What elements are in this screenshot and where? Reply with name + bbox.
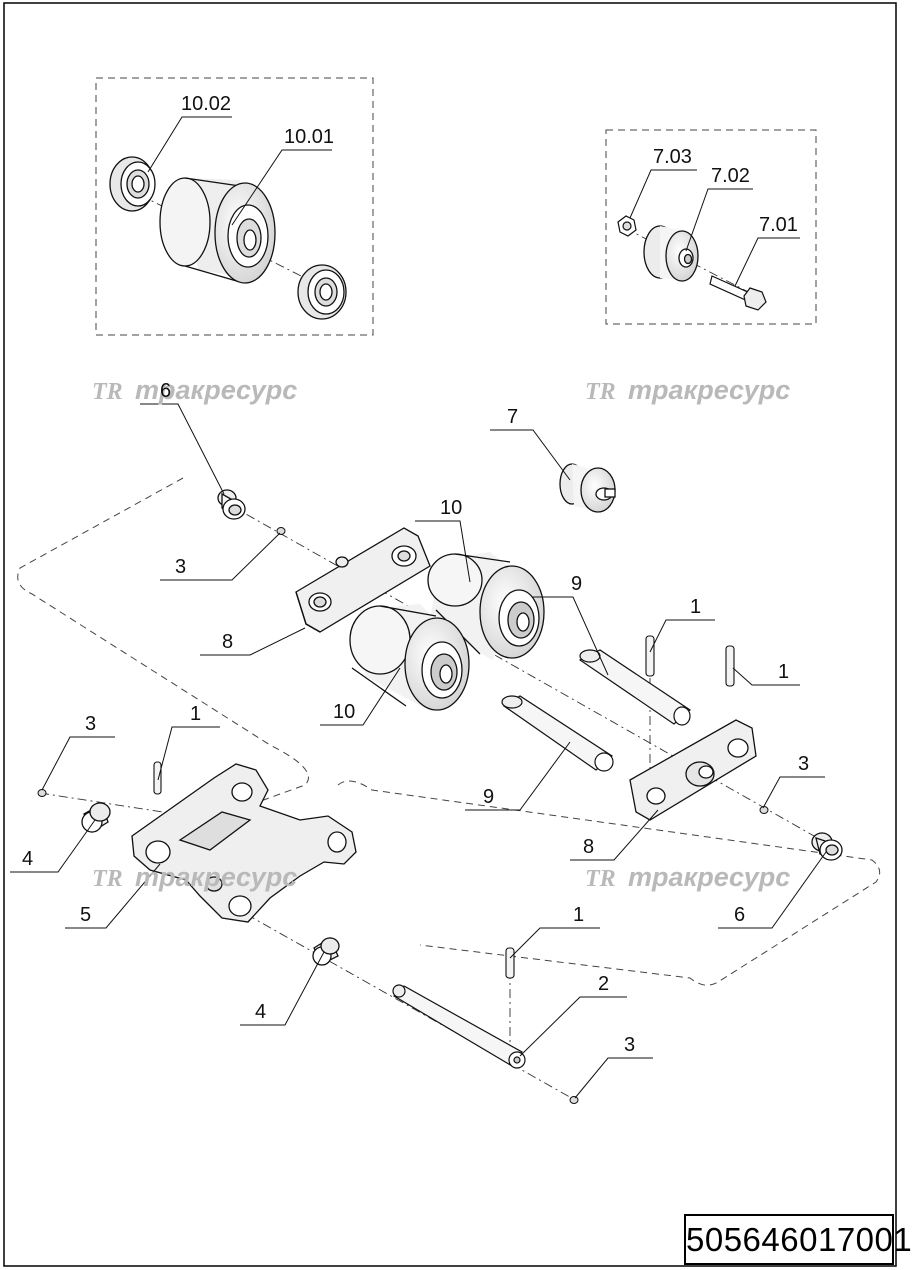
label-1-c: 1 bbox=[190, 703, 201, 725]
bushing-4-icon bbox=[81, 802, 111, 833]
watermark-text: тракресурс bbox=[135, 862, 297, 892]
label-10-front: 10 bbox=[333, 701, 355, 723]
watermark-top-left: TR тракресурс bbox=[92, 375, 297, 405]
watermark-logo: TR bbox=[585, 379, 616, 405]
label-7: 7 bbox=[507, 406, 518, 428]
label-10-02: 10.02 bbox=[181, 93, 231, 115]
wheel-7-02-icon bbox=[643, 225, 699, 282]
roller-10-01-icon bbox=[159, 177, 276, 284]
axle-9-upper-icon bbox=[578, 649, 691, 726]
label-8-upper: 8 bbox=[222, 631, 233, 653]
label-2: 2 bbox=[598, 973, 609, 995]
watermark-logo: TR bbox=[92, 866, 123, 892]
bearing-10-02b-icon bbox=[297, 264, 347, 320]
frame-roller-detail bbox=[95, 77, 374, 336]
label-3-lower: 3 bbox=[624, 1034, 635, 1056]
sheet-border bbox=[3, 2, 897, 1267]
label-7-02: 7.02 bbox=[711, 165, 750, 187]
watermark-text: тракресурс bbox=[628, 375, 790, 405]
side-plate-8-lower-icon bbox=[629, 719, 757, 821]
label-3-upper: 3 bbox=[175, 556, 186, 578]
label-5: 5 bbox=[80, 904, 91, 926]
bushing-6b-icon bbox=[811, 832, 843, 861]
frame-top-assembly bbox=[17, 477, 309, 803]
group-frames bbox=[17, 77, 881, 986]
label-6-right: 6 bbox=[734, 904, 745, 926]
label-1-a: 1 bbox=[690, 596, 701, 618]
frame-right-assembly bbox=[337, 780, 881, 986]
watermark-logo: TR bbox=[92, 379, 123, 405]
label-6-upper: 6 bbox=[160, 380, 171, 402]
nut-7-03-icon bbox=[617, 215, 637, 237]
watermark-top-right: TR тракресурс bbox=[585, 375, 790, 405]
side-plate-8-upper-icon bbox=[295, 527, 431, 633]
watermark-text: тракресурс bbox=[628, 862, 790, 892]
frame-wheel-detail bbox=[605, 129, 817, 325]
label-9-lower: 9 bbox=[483, 786, 494, 808]
label-10-01: 10.01 bbox=[284, 126, 334, 148]
wheel-7-icon bbox=[559, 463, 616, 513]
bushing-4b-icon bbox=[312, 937, 340, 966]
label-3-left: 3 bbox=[85, 713, 96, 735]
watermark-logo: TR bbox=[585, 866, 616, 892]
label-1-d: 1 bbox=[573, 904, 584, 926]
roller-10-front-icon bbox=[349, 604, 470, 712]
leader-lines bbox=[10, 116, 827, 1099]
document-number: 505646017001 bbox=[684, 1214, 912, 1265]
watermark-bottom-left: TR тракресурс bbox=[92, 862, 297, 892]
watermark-bottom-right: TR тракресурс bbox=[585, 862, 790, 892]
watermark-text: тракресурс bbox=[135, 375, 297, 405]
label-1-b: 1 bbox=[778, 661, 789, 683]
bearing-10-02-icon bbox=[109, 156, 156, 212]
label-7-03: 7.03 bbox=[653, 146, 692, 168]
label-4-lower: 4 bbox=[255, 1001, 266, 1023]
callout-labels: 10.02 10.01 7.03 7.02 7.01 6 7 3 10 9 1 … bbox=[22, 93, 809, 1056]
bushing-6-icon bbox=[217, 489, 246, 520]
label-8-lower: 8 bbox=[583, 836, 594, 858]
label-10-rear: 10 bbox=[440, 497, 462, 519]
axle-2-icon bbox=[392, 984, 526, 1069]
label-7-01: 7.01 bbox=[759, 214, 798, 236]
bracket-5-icon bbox=[131, 763, 357, 923]
label-9-upper: 9 bbox=[571, 573, 582, 595]
label-3-right: 3 bbox=[798, 753, 809, 775]
label-4-left: 4 bbox=[22, 848, 33, 870]
bolt-7-01-icon bbox=[709, 275, 767, 311]
